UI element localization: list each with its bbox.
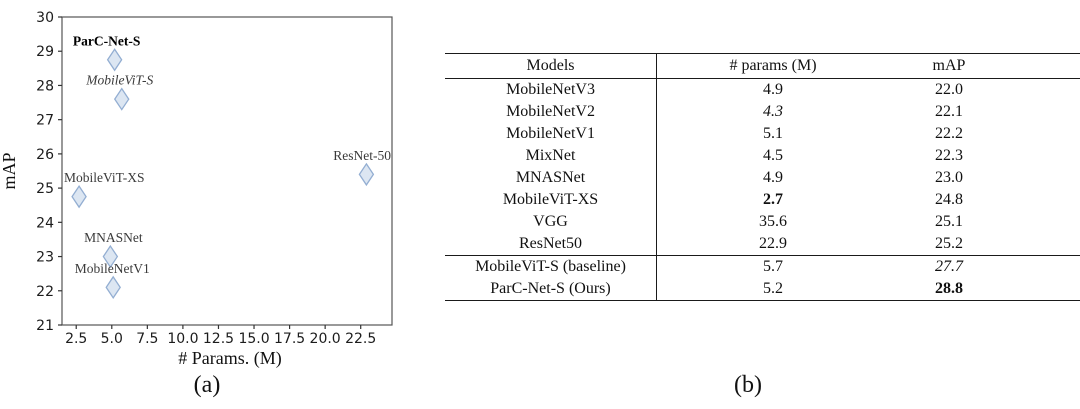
data-point-marker [113, 87, 130, 111]
cell-map: 25.1 [935, 213, 963, 230]
x-tick-label: 2.5 [65, 331, 87, 347]
cell-params: 4.3 [763, 103, 783, 120]
data-point-marker [71, 184, 87, 209]
caption-a: (a) [193, 372, 221, 398]
plot-box [61, 16, 393, 326]
y-tick-label: 28 [36, 78, 54, 94]
y-tick-label: 30 [36, 10, 54, 26]
data-point-marker [105, 275, 121, 300]
y-tick-label: 29 [36, 44, 54, 60]
cell-model: MobileNetV1 [445, 123, 657, 145]
cell-model: MobileNetV2 [445, 101, 657, 123]
data-point-label: MobileNetV1 [75, 261, 150, 276]
y-tick-label: 25 [36, 181, 54, 197]
table-row: VGG 35.6 25.1 [445, 211, 1080, 233]
results-table: Models # params (M) mAP MobileNetV3 4.9 22… [445, 53, 1080, 301]
cell-params: 4.9 [763, 81, 783, 98]
cell-model: MixNet [445, 145, 657, 167]
y-tick-label: 26 [36, 147, 54, 163]
table-row: MobileNetV2 4.3 22.1 [445, 101, 1080, 123]
cell-params: 35.6 [759, 213, 787, 230]
x-tick-label: 12.5 [203, 331, 234, 347]
caption-b: (b) [734, 372, 762, 398]
data-point-label: ResNet-50 [333, 148, 391, 163]
col-header-models: Models [445, 53, 657, 79]
table-row: MobileViT-XS 2.7 24.8 [445, 189, 1080, 211]
cell-map: 24.8 [935, 191, 963, 208]
data-point-label: MNASNet [84, 230, 143, 245]
data-point-marker [102, 244, 119, 269]
data-point-label: ParC-Net-S [73, 33, 140, 48]
data-point-label: MobileViT-XS [64, 170, 144, 185]
x-axis-label: # Params. (M) [178, 348, 281, 369]
table-row: ParC-Net-S (Ours) 5.2 28.8 [445, 278, 1080, 301]
cell-map: 22.3 [935, 147, 963, 164]
cell-model: MobileNetV3 [445, 78, 657, 101]
cell-model: MNASNet [445, 167, 657, 189]
x-tick-label: 17.5 [274, 331, 305, 347]
table-row: MobileNetV1 5.1 22.2 [445, 123, 1080, 145]
cell-params: 4.5 [763, 147, 783, 164]
cell-model: MobileViT-XS [445, 189, 657, 211]
cell-params: 5.2 [763, 280, 783, 297]
table-row: MNASNet 4.9 23.0 [445, 167, 1080, 189]
table-row: MixNet 4.5 22.3 [445, 145, 1080, 167]
cell-params: 5.7 [656, 255, 889, 278]
cell-map: 28.8 [935, 280, 963, 297]
x-tick-label: 15.0 [238, 331, 269, 347]
x-tick-label: 5.0 [101, 331, 123, 347]
x-tick-label: 7.5 [136, 331, 158, 347]
results-table-panel: Models # params (M) mAP MobileNetV3 4.9 22… [445, 53, 1080, 301]
table-row: ResNet50 22.9 25.2 [445, 233, 1080, 256]
cell-map: 22.1 [935, 103, 963, 120]
cell-params: 5.1 [763, 125, 783, 142]
cell-params: 2.7 [763, 191, 783, 208]
col-header-map: mAP [889, 53, 1080, 79]
cell-map: 27.7 [889, 255, 1080, 278]
y-tick-label: 21 [36, 318, 54, 334]
cell-model: MobileViT-S (baseline) [445, 255, 657, 278]
table-header-row: Models # params (M) mAP [445, 53, 1080, 79]
y-tick-label: 27 [36, 113, 54, 129]
table-header: Models # params (M) mAP [445, 53, 1080, 79]
cell-model: ParC-Net-S (Ours) [445, 278, 657, 301]
data-point-label: MobileViT-S [85, 73, 153, 88]
cell-model: ResNet50 [445, 233, 657, 256]
data-point-marker [358, 162, 375, 187]
x-tick-label: 20.0 [310, 331, 341, 347]
x-tick-label: 22.5 [345, 331, 376, 347]
col-header-params: # params (M) [656, 53, 889, 79]
cell-map: 22.0 [935, 81, 963, 98]
y-tick-label: 24 [36, 215, 54, 231]
table-row: MobileNetV3 4.9 22.0 [445, 78, 1080, 101]
cell-map: 22.2 [935, 125, 963, 142]
cell-params: 4.9 [763, 169, 783, 186]
data-point-marker [106, 48, 123, 72]
cell-map: 25.2 [935, 235, 963, 252]
y-tick-label: 23 [36, 250, 54, 266]
y-axis-label: mAP [0, 152, 19, 189]
x-tick-label: 10.0 [167, 331, 198, 347]
y-tick-label: 22 [36, 284, 54, 300]
cell-model: VGG [445, 211, 657, 233]
cell-map: 23.0 [935, 169, 963, 186]
cell-params: 22.9 [759, 235, 787, 252]
